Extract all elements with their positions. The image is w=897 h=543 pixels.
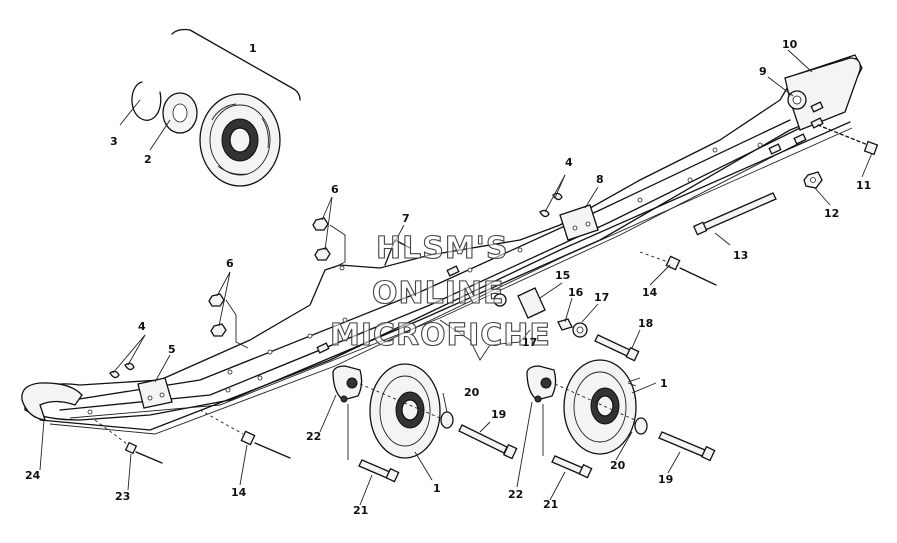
callout-5: 5: [168, 343, 176, 356]
callout-19-right: 19: [658, 473, 673, 486]
bolt-21-right: [551, 455, 584, 475]
rear-end-cap: [784, 57, 861, 131]
nuts-6-upper: [312, 217, 346, 269]
wheel-assembly-left: [332, 363, 518, 483]
callout-6-upper: 6: [331, 183, 339, 196]
watermark: HLSM'S ONLINE MICROFICHE: [329, 230, 551, 353]
callout-3: 3: [110, 135, 118, 148]
bracket-assembly-1: [171, 28, 301, 101]
callout-6-lower: 6: [226, 257, 234, 270]
bolt-19-right: [658, 431, 706, 457]
callout-16: 16: [568, 286, 584, 299]
callout-7: 7: [402, 212, 410, 225]
callout-20-right: 20: [610, 459, 626, 472]
spacer-block-8: [539, 192, 599, 241]
nuts-6-lower: [208, 293, 249, 349]
rail-tip-part: [21, 382, 83, 421]
bolt-23: [94, 419, 163, 464]
bolt-21-left: [358, 459, 391, 479]
callout-4-front: 4: [138, 320, 146, 333]
watermark-line-1: HLSM'S: [376, 231, 508, 266]
circlip-part: [131, 81, 162, 121]
callout-12: 12: [824, 207, 839, 220]
spacer-block-5: [109, 362, 173, 409]
wheel-assembly-right: [526, 359, 716, 479]
callout-18: 18: [638, 317, 653, 330]
bolt-14-front: [199, 409, 291, 459]
callout-14-front: 14: [231, 486, 247, 499]
callout-1-right: 1: [660, 377, 668, 390]
callout-21-left: 21: [353, 504, 368, 517]
callout-13: 13: [733, 249, 748, 262]
callout-15: 15: [555, 269, 570, 282]
callout-8: 8: [596, 173, 604, 186]
nut-12: [803, 171, 823, 189]
callout-9: 9: [759, 65, 767, 78]
callout-1-left: 1: [433, 482, 441, 495]
bolt-14-rear: [639, 251, 717, 286]
link-part-7: [384, 239, 411, 266]
callout-19-left: 19: [491, 408, 506, 421]
leader-lines: [39, 49, 873, 506]
callout-21-right: 21: [543, 498, 558, 511]
callout-17-right: 17: [594, 291, 609, 304]
bolt-18: [594, 334, 640, 362]
callout-14-rear: 14: [642, 286, 658, 299]
bolt-13: [692, 192, 777, 236]
callout-17-left: 17: [522, 336, 537, 349]
wheel-assembly-top: [131, 28, 301, 187]
callout-2: 2: [144, 153, 152, 166]
rail-holes: [87, 142, 763, 415]
callout-23: 23: [115, 490, 130, 503]
callout-10: 10: [782, 38, 798, 51]
bushing-16: [557, 318, 573, 331]
callout-11: 11: [856, 179, 871, 192]
callout-labels: 1 3 2 10 9 4 8 11 12 6 7 13 6 15 14 16 1…: [25, 38, 871, 517]
washer-20-left: [440, 411, 454, 429]
callout-22-right: 22: [508, 488, 523, 501]
callout-24: 24: [25, 469, 41, 482]
watermark-line-2: ONLINE: [372, 276, 505, 311]
washer-20-right: [634, 417, 648, 435]
shock-mount: [439, 287, 588, 361]
callout-22-left: 22: [306, 430, 321, 443]
watermark-line-3: MICROFICHE: [330, 318, 551, 353]
callout-20-left: 20: [464, 386, 480, 399]
callout-4-rear: 4: [565, 156, 573, 169]
callout-1-top: 1: [249, 42, 257, 55]
bolt-11: [817, 124, 879, 156]
